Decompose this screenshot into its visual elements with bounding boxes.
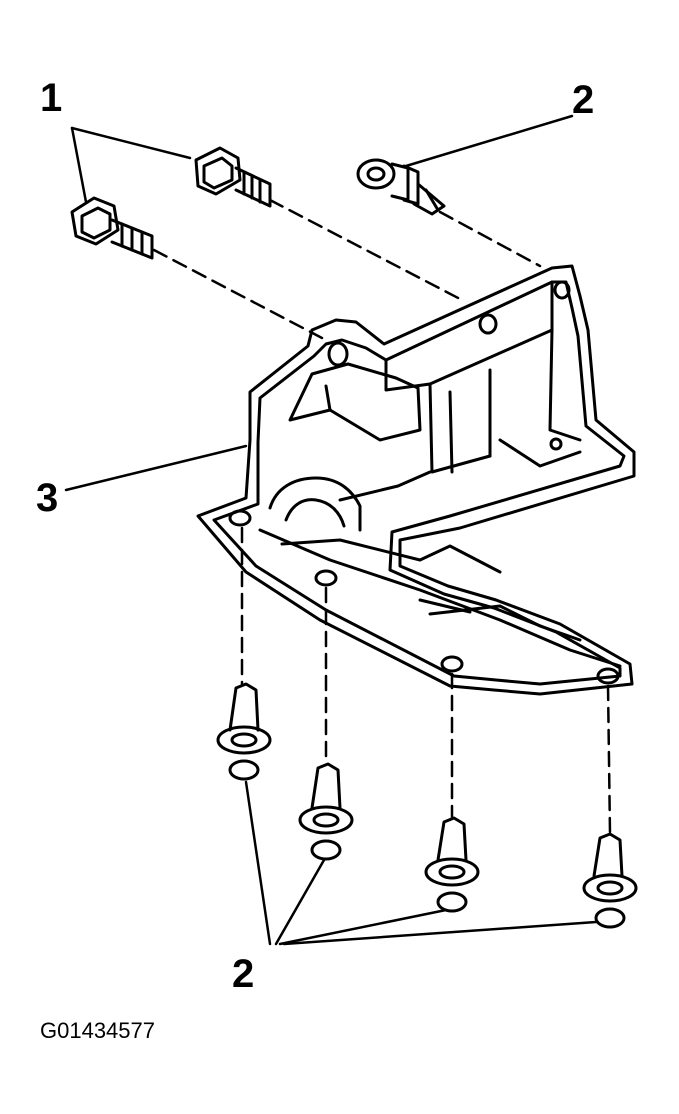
leader-lines	[64, 114, 598, 946]
figure-id: G01434577	[40, 1018, 155, 1043]
alignment-lines	[152, 198, 612, 836]
fastener-bottom-2	[298, 762, 354, 861]
bolt-upper	[194, 146, 272, 208]
callout-1: 1	[40, 76, 63, 120]
callout-2-bottom: 2	[232, 952, 255, 996]
callout-3: 3	[36, 476, 59, 520]
bolt-lower	[70, 196, 154, 260]
fastener-bottom-3	[424, 816, 480, 913]
callout-2-top: 2	[572, 78, 595, 122]
splash-shield	[196, 264, 636, 696]
fastener-bottom-4	[582, 832, 638, 929]
fastener-bottom-1	[216, 682, 272, 781]
fastener-top	[356, 158, 446, 216]
